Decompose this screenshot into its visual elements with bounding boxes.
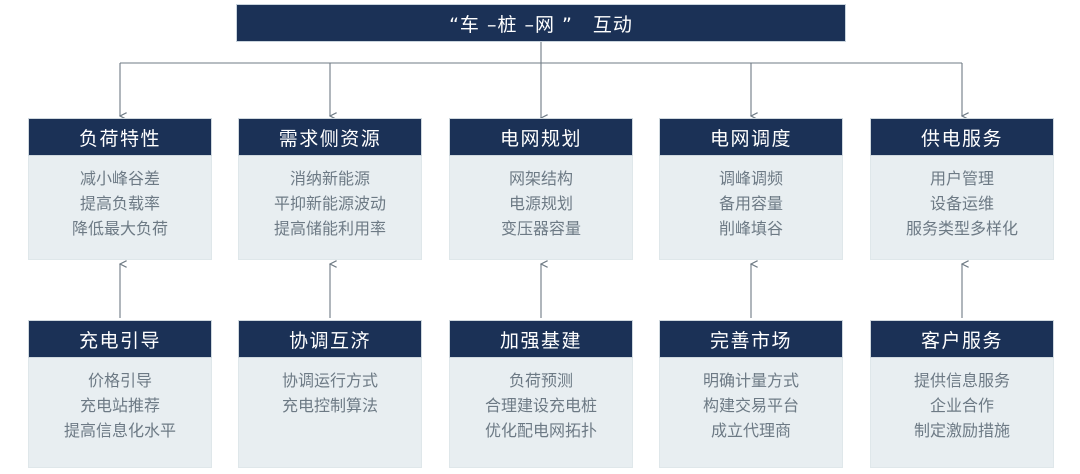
bottom-card-5-title: 客户服务 — [920, 329, 1003, 352]
top-card-5-item-2: 设备运维 — [929, 194, 994, 213]
top-card-3-item-2: 电源规划 — [508, 194, 573, 213]
bottom-card-4-header[interactable]: 完善市场 — [659, 320, 843, 358]
top-card-4-item-1: 调峰调频 — [718, 169, 783, 188]
bottom-card-2-item-2: 充电控制算法 — [281, 396, 378, 415]
top-card-5[interactable]: 供电服务 用户管理 设备运维 服务类型多样化 — [870, 118, 1054, 260]
bottom-card-4-item-3: 成立代理商 — [710, 421, 791, 440]
top-card-5-body: 用户管理 设备运维 服务类型多样化 — [870, 156, 1054, 260]
bottom-card-2-title: 协调互济 — [288, 329, 371, 352]
top-card-3-body: 网架结构 电源规划 变压器容量 — [449, 156, 633, 260]
bottom-card-4-item-1: 明确计量方式 — [702, 371, 799, 390]
top-card-4-title: 电网调度 — [709, 127, 792, 150]
bottom-card-1-item-3: 提高信息化水平 — [63, 421, 176, 440]
bottom-card-3[interactable]: 加强基建 负荷预测 合理建设充电桩 优化配电网拓扑 — [449, 320, 633, 468]
top-card-4[interactable]: 电网调度 调峰调频 备用容量 削峰填谷 — [659, 118, 843, 260]
top-card-1[interactable]: 负荷特性 减小峰谷差 提高负载率 降低最大负荷 — [28, 118, 212, 260]
bottom-card-1-body: 价格引导 充电站推荐 提高信息化水平 — [28, 358, 212, 468]
bottom-card-4-body: 明确计量方式 构建交易平台 成立代理商 — [659, 358, 843, 468]
bottom-card-2-item-1: 协调运行方式 — [281, 371, 378, 390]
top-card-3-item-1: 网架结构 — [508, 169, 573, 188]
top-card-2-header[interactable]: 需求侧资源 — [238, 118, 422, 156]
top-card-5-header[interactable]: 供电服务 — [870, 118, 1054, 156]
top-card-1-item-2: 提高负载率 — [79, 194, 160, 213]
bottom-card-4[interactable]: 完善市场 明确计量方式 构建交易平台 成立代理商 — [659, 320, 843, 468]
top-card-3-item-3: 变压器容量 — [500, 219, 581, 238]
bottom-card-1[interactable]: 充电引导 价格引导 充电站推荐 提高信息化水平 — [28, 320, 212, 468]
top-card-2-title: 需求侧资源 — [278, 127, 382, 150]
bottom-card-3-item-2: 合理建设充电桩 — [484, 396, 597, 415]
top-card-1-body: 减小峰谷差 提高负载率 降低最大负荷 — [28, 156, 212, 260]
bottom-card-3-item-3: 优化配电网拓扑 — [484, 421, 597, 440]
bottom-card-1-item-2: 充电站推荐 — [79, 396, 160, 415]
bottom-card-1-item-1: 价格引导 — [87, 371, 152, 390]
top-card-4-body: 调峰调频 备用容量 削峰填谷 — [659, 156, 843, 260]
top-card-3[interactable]: 电网规划 网架结构 电源规划 变压器容量 — [449, 118, 633, 260]
bottom-card-1-title: 充电引导 — [78, 329, 161, 352]
root-node[interactable]: “车 –桩 –网 ” 互动 — [236, 4, 846, 42]
bottom-card-2[interactable]: 协调互济 协调运行方式 充电控制算法 — [238, 320, 422, 468]
top-card-1-item-3: 降低最大负荷 — [71, 219, 168, 238]
top-card-5-title: 供电服务 — [920, 127, 1003, 150]
bottom-card-4-item-2: 构建交易平台 — [702, 396, 799, 415]
bottom-card-5-item-1: 提供信息服务 — [913, 371, 1010, 390]
top-card-2-body: 消纳新能源 平抑新能源波动 提高储能利用率 — [238, 156, 422, 260]
bottom-card-3-item-1: 负荷预测 — [508, 371, 573, 390]
top-card-5-item-1: 用户管理 — [929, 169, 994, 188]
bottom-card-3-header[interactable]: 加强基建 — [449, 320, 633, 358]
top-card-4-item-3: 削峰填谷 — [718, 219, 783, 238]
top-card-3-title: 电网规划 — [499, 127, 582, 150]
bottom-card-5-item-3: 制定激励措施 — [913, 421, 1010, 440]
top-card-1-header[interactable]: 负荷特性 — [28, 118, 212, 156]
bottom-card-2-header[interactable]: 协调互济 — [238, 320, 422, 358]
top-card-1-title: 负荷特性 — [78, 127, 161, 150]
top-card-2-item-2: 平抑新能源波动 — [273, 194, 386, 213]
top-card-2-item-3: 提高储能利用率 — [273, 219, 386, 238]
top-card-2-item-1: 消纳新能源 — [289, 169, 370, 188]
bottom-card-3-title: 加强基建 — [499, 329, 582, 352]
top-card-1-item-1: 减小峰谷差 — [79, 169, 160, 188]
bottom-card-1-header[interactable]: 充电引导 — [28, 320, 212, 358]
top-card-3-header[interactable]: 电网规划 — [449, 118, 633, 156]
bottom-card-3-body: 负荷预测 合理建设充电桩 优化配电网拓扑 — [449, 358, 633, 468]
bottom-card-5-header[interactable]: 客户服务 — [870, 320, 1054, 358]
top-card-4-header[interactable]: 电网调度 — [659, 118, 843, 156]
bottom-card-5-item-2: 企业合作 — [929, 396, 994, 415]
root-node-label: “车 –桩 –网 ” 互动 — [449, 13, 633, 36]
bottom-card-4-title: 完善市场 — [709, 329, 792, 352]
top-card-2[interactable]: 需求侧资源 消纳新能源 平抑新能源波动 提高储能利用率 — [238, 118, 422, 260]
bottom-card-5[interactable]: 客户服务 提供信息服务 企业合作 制定激励措施 — [870, 320, 1054, 468]
bottom-card-2-body: 协调运行方式 充电控制算法 — [238, 358, 422, 468]
top-card-4-item-2: 备用容量 — [718, 194, 783, 213]
bottom-card-5-body: 提供信息服务 企业合作 制定激励措施 — [870, 358, 1054, 468]
top-card-5-item-3: 服务类型多样化 — [905, 219, 1018, 238]
